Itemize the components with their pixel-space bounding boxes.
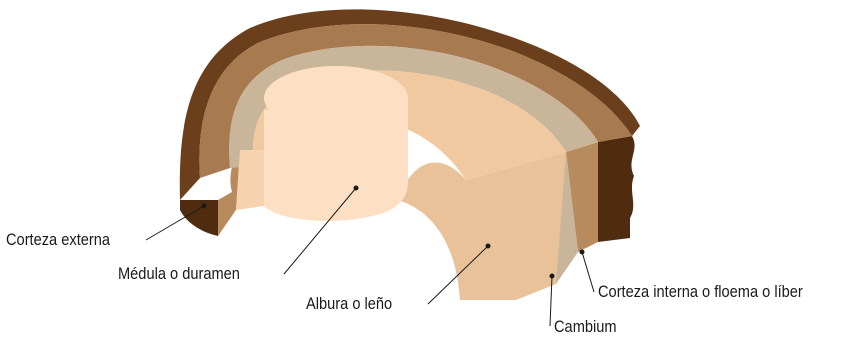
leader-dot-cambium (550, 274, 554, 278)
heartwood-left-edge (236, 150, 264, 210)
leader-corteza-interna (582, 252, 594, 292)
leader-dot-medula (354, 186, 358, 190)
label-corteza-interna: Corteza interna o floema o líber (598, 282, 803, 302)
outer-bark-end (598, 136, 635, 242)
outer-bark-front (180, 200, 218, 236)
label-corteza-externa: Corteza externa (6, 230, 110, 250)
label-albura-leno: Albura o leño (306, 294, 392, 314)
label-medula-duramen: Médula o duramen (118, 264, 240, 284)
leader-dot-corteza-externa (202, 204, 206, 208)
heartwood-top (264, 66, 408, 130)
leader-dot-corteza-interna (580, 250, 584, 254)
label-cambium: Cambium (554, 317, 617, 337)
leader-dot-albura (486, 244, 490, 248)
